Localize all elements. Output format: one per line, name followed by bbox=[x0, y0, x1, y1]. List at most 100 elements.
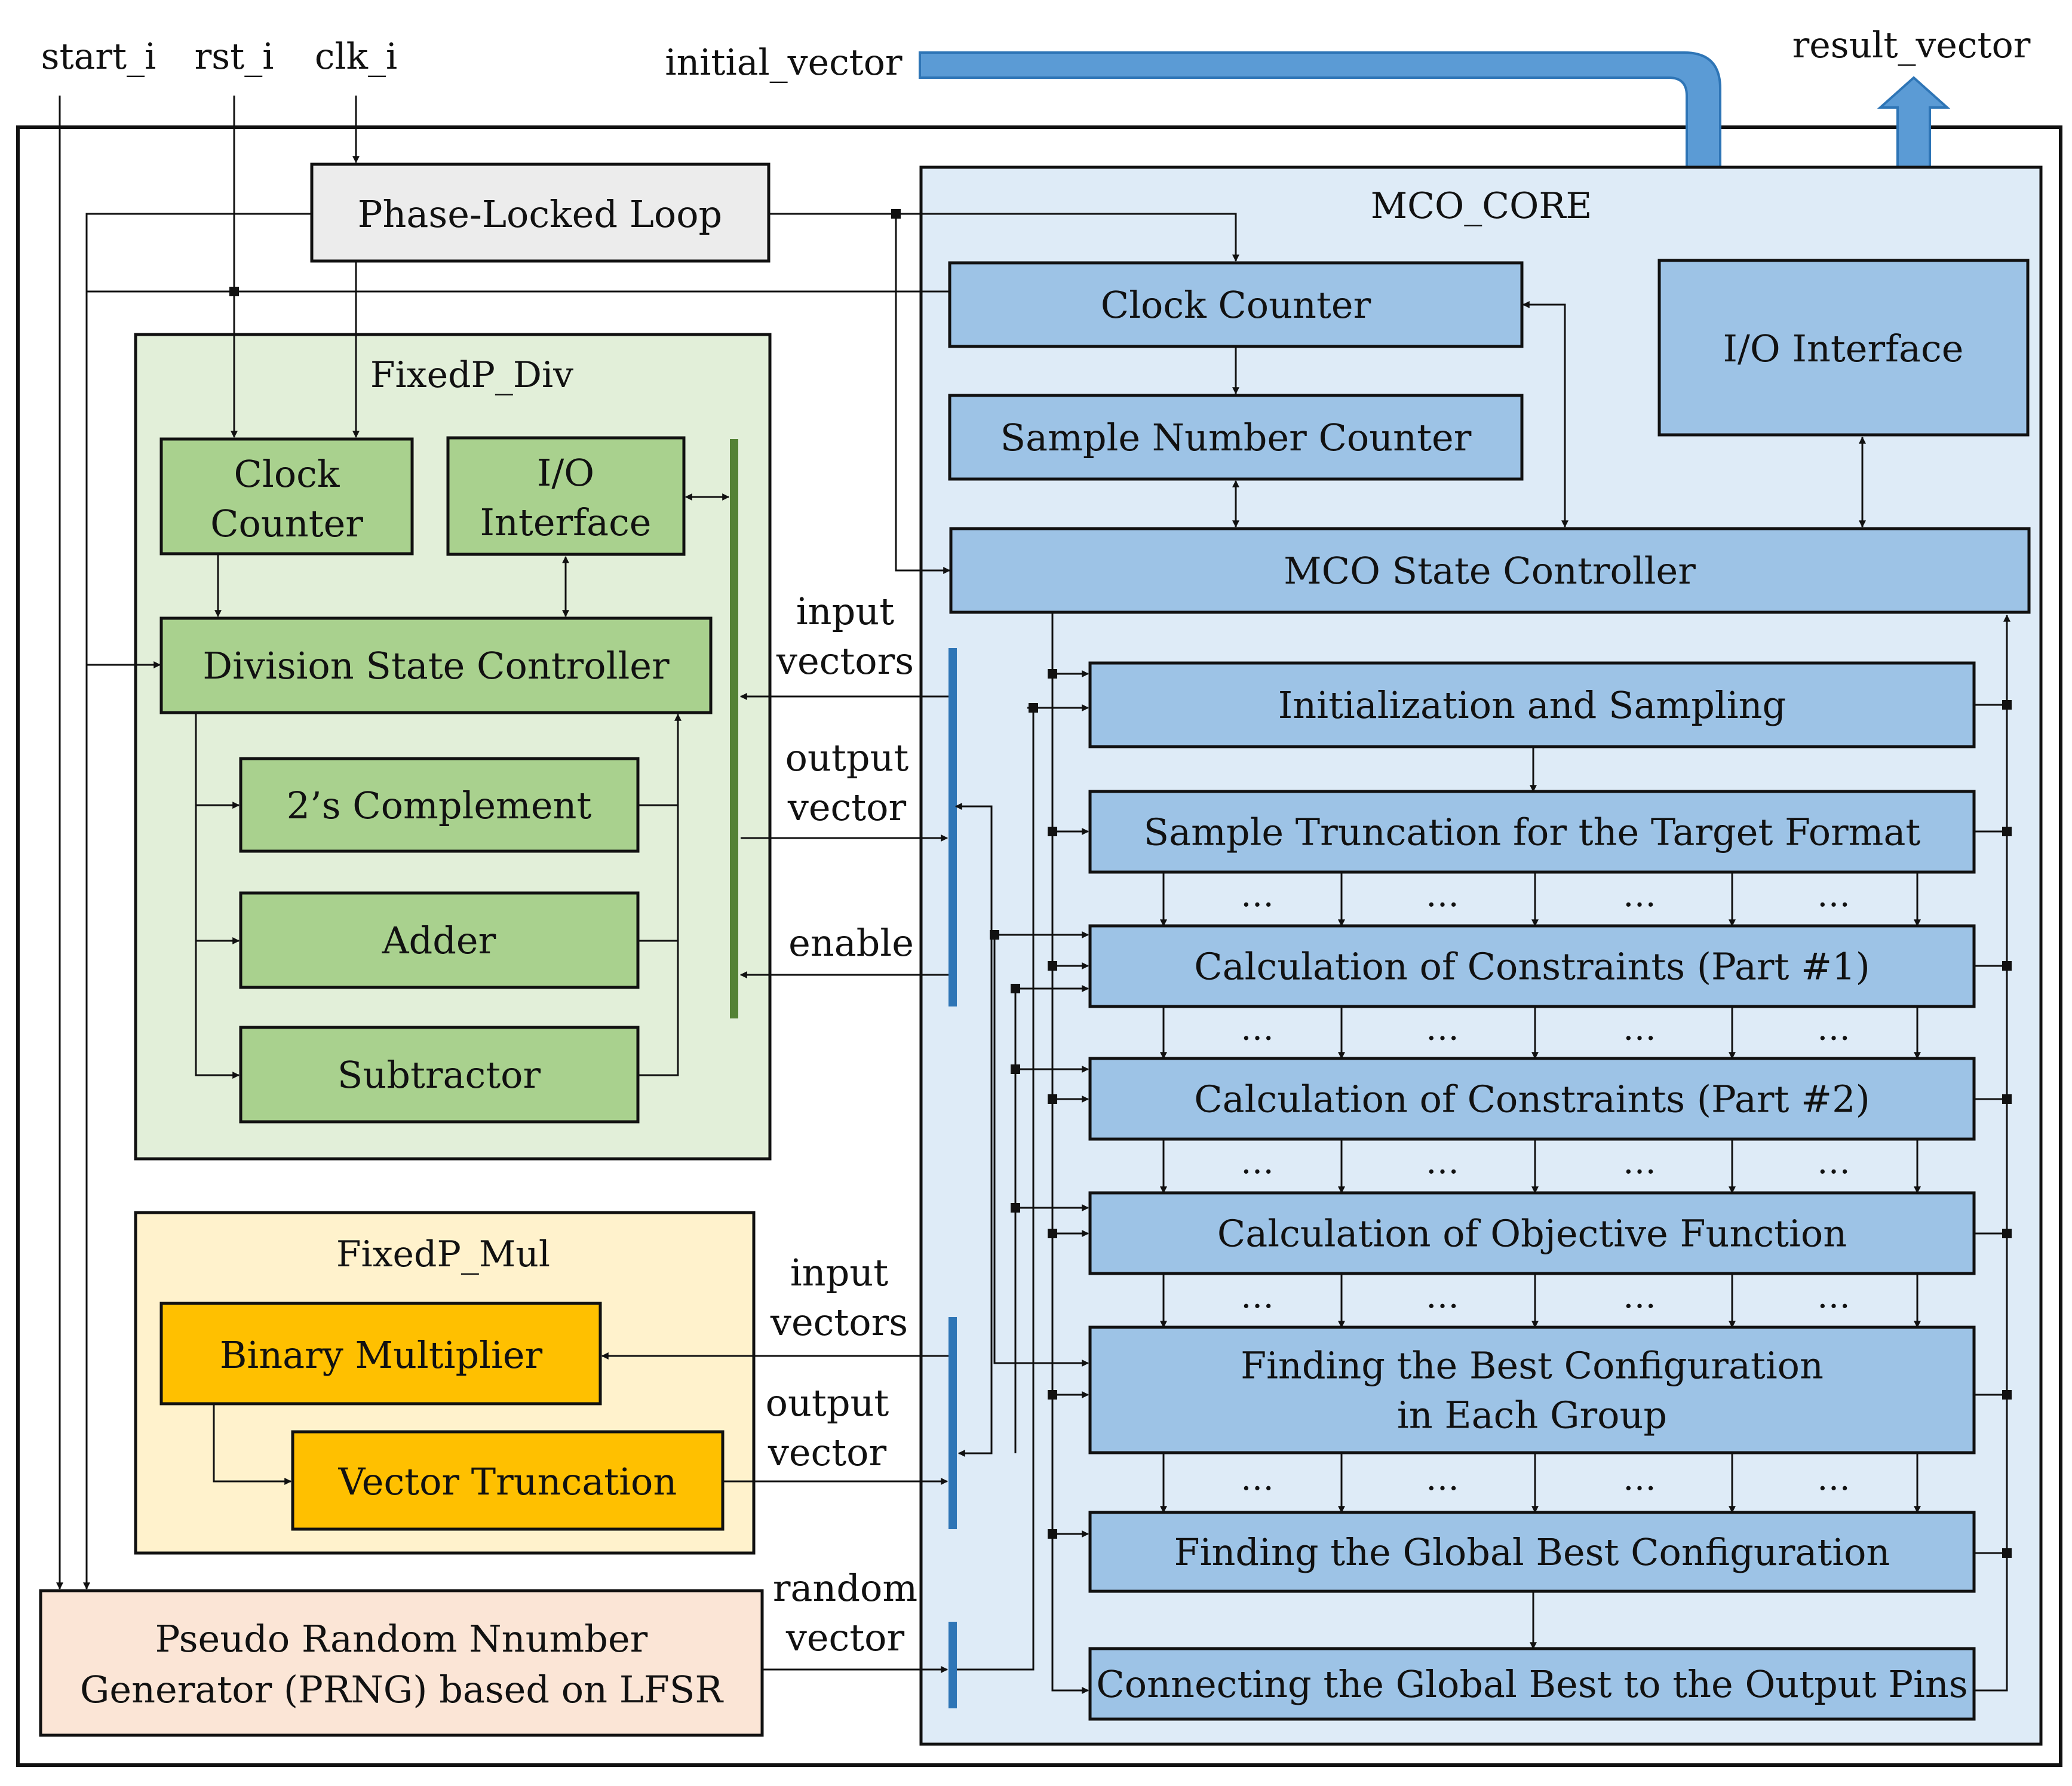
div-clock-counter-label-1: Clock bbox=[234, 452, 340, 496]
pipeline-stage-label: Sample Truncation for the Target Format bbox=[1144, 811, 1921, 854]
mco-clock-counter-label: Clock Counter bbox=[1101, 283, 1371, 327]
mco-state-controller-block: MCO State Controller bbox=[949, 527, 2031, 614]
pipeline-stage-label: Initialization and Sampling bbox=[1278, 683, 1786, 727]
junction-dot bbox=[2002, 700, 2012, 710]
pipeline-stage-label: in Each Group bbox=[1397, 1394, 1667, 1437]
mco-io-interface-block: I/O Interface bbox=[1657, 259, 2030, 437]
div-enable-label: enable bbox=[788, 921, 914, 965]
pipeline-stage-label: Calculation of Objective Function bbox=[1217, 1212, 1847, 1256]
division-state-controller-block: Division State Controller bbox=[159, 616, 713, 714]
mco-state-clock-wire bbox=[895, 214, 951, 574]
prng-to-init-wire bbox=[957, 708, 1035, 1671]
junction-dot bbox=[2002, 1390, 2012, 1400]
binary-multiplier-block: Binary Multiplier bbox=[159, 1302, 602, 1406]
pipeline-stage: Calculation of Constraints (Part #1) bbox=[1088, 924, 1976, 1008]
junction-dot bbox=[229, 287, 239, 296]
mco-core-title: MCO_CORE bbox=[1371, 185, 1592, 227]
div-internal-bus bbox=[730, 439, 738, 1018]
clock-counter-to-state bbox=[1522, 301, 1568, 528]
subtractor-block: Subtractor bbox=[239, 1026, 640, 1124]
pipeline-stage: Calculation of Objective Function bbox=[1088, 1191, 1976, 1275]
ellipsis-label: … bbox=[1426, 1143, 1459, 1182]
ellipsis-label: … bbox=[1623, 1277, 1656, 1316]
ellipsis-label: … bbox=[1817, 1143, 1850, 1182]
pipeline-stage: Connecting the Global Best to the Output… bbox=[1088, 1647, 1976, 1721]
subtractor-feedback bbox=[638, 713, 682, 1076]
vector-truncation-label: Vector Truncation bbox=[338, 1460, 677, 1503]
div-input-label-1: input bbox=[796, 590, 894, 633]
fixedp-div-title: FixedP_Div bbox=[370, 354, 573, 396]
ellipsis-label: … bbox=[1241, 1009, 1274, 1048]
prng-interface-bus bbox=[948, 1622, 957, 1708]
junction-dot bbox=[2002, 1094, 2012, 1104]
pipeline-stage: Sample Truncation for the Target Format bbox=[1088, 790, 1976, 874]
pipeline-stage: Finding the Global Best Configuration bbox=[1088, 1511, 1976, 1593]
mul-output-label-2: vector bbox=[768, 1431, 887, 1474]
junction-dot bbox=[2002, 961, 2012, 971]
mco-state-controller-label: MCO State Controller bbox=[1284, 549, 1696, 593]
ellipsis-label: … bbox=[1817, 876, 1850, 915]
ellipsis-label: … bbox=[1241, 1143, 1274, 1182]
ellipsis-label: … bbox=[1817, 1277, 1850, 1316]
initial-vector-label: initial_vector bbox=[665, 42, 903, 84]
connection-wires: …………………………………………………… bbox=[56, 96, 2012, 1694]
mul-input-label-2: vectors bbox=[770, 1300, 908, 1344]
ellipsis-label: … bbox=[1426, 1277, 1459, 1316]
junction-dot bbox=[2002, 1548, 2012, 1558]
div-clock-counter-block: Clock Counter bbox=[159, 437, 414, 556]
ellipsis-label: … bbox=[1241, 876, 1274, 915]
prng-random-label-2: vector bbox=[785, 1616, 905, 1659]
div-output-label-2: vector bbox=[787, 785, 907, 829]
pll-label: Phase-Locked Loop bbox=[358, 192, 722, 236]
ellipsis-label: … bbox=[1426, 1459, 1459, 1498]
multiplier-to-truncation bbox=[213, 1404, 292, 1485]
pipeline-stage-label: Calculation of Constraints (Part #2) bbox=[1194, 1078, 1870, 1121]
pipeline-stage-label: Connecting the Global Best to the Output… bbox=[1096, 1662, 1967, 1706]
div-clock-counter-label-2: Counter bbox=[210, 502, 363, 545]
mco-io-interface-label: I/O Interface bbox=[1723, 327, 1964, 370]
ellipsis-label: … bbox=[1426, 1009, 1459, 1048]
sample-number-counter-block: Sample Number Counter bbox=[948, 394, 1524, 481]
prng-label-2: Generator (PRNG) based on LFSR bbox=[80, 1668, 724, 1711]
ellipsis-label: … bbox=[1623, 1459, 1656, 1498]
junction-dot bbox=[1029, 703, 1038, 713]
pipeline-stage: Calculation of Constraints (Part #2) bbox=[1088, 1057, 1976, 1141]
twos-complement-label: 2’s Complement bbox=[287, 784, 592, 827]
div-input-label-2: vectors bbox=[776, 639, 914, 683]
junction-dot bbox=[2002, 827, 2012, 836]
div-io-interface-label-1: I/O bbox=[537, 451, 594, 495]
ellipsis-label: … bbox=[1817, 1459, 1850, 1498]
feedback-trunk bbox=[1974, 614, 2010, 1692]
division-state-controller-label: Division State Controller bbox=[202, 644, 670, 688]
fixedp-mul-title: FixedP_Mul bbox=[336, 1233, 550, 1275]
vector-truncation-block: Vector Truncation bbox=[291, 1430, 725, 1531]
prng-label-1: Pseudo Random Nnumber bbox=[155, 1617, 648, 1661]
pll-clock-wire bbox=[83, 213, 312, 1590]
pipeline-stage: Initialization and Sampling bbox=[1088, 661, 1976, 748]
ellipsis-label: … bbox=[1623, 876, 1656, 915]
junction-dot bbox=[2002, 1229, 2012, 1238]
start-i-label: start_i bbox=[41, 36, 156, 78]
prng-random-label-1: random bbox=[773, 1566, 917, 1610]
ellipsis-label: … bbox=[1241, 1459, 1274, 1498]
div-interface-bus bbox=[948, 648, 957, 1006]
binary-multiplier-label: Binary Multiplier bbox=[220, 1333, 543, 1377]
subtractor-label: Subtractor bbox=[337, 1053, 541, 1097]
mco-clock-counter-block: Clock Counter bbox=[948, 261, 1524, 348]
pipeline-stage-label: Finding the Global Best Configuration bbox=[1174, 1530, 1890, 1574]
clk-i-label: clk_i bbox=[315, 36, 397, 78]
sample-number-counter-label: Sample Number Counter bbox=[1000, 416, 1472, 459]
outer-frame bbox=[16, 125, 2062, 1767]
div-io-interface-block: I/O Interface bbox=[446, 436, 686, 556]
mco-clock-wire bbox=[769, 213, 1239, 262]
pll-block: Phase-Locked Loop bbox=[310, 162, 771, 263]
twos-complement-block: 2’s Complement bbox=[239, 757, 640, 853]
mul-output-label-1: output bbox=[766, 1381, 889, 1425]
rst-i-label: rst_i bbox=[195, 36, 274, 78]
ellipsis-label: … bbox=[1623, 1143, 1656, 1182]
ellipsis-label: … bbox=[1817, 1009, 1850, 1048]
ellipsis-label: … bbox=[1623, 1009, 1656, 1048]
